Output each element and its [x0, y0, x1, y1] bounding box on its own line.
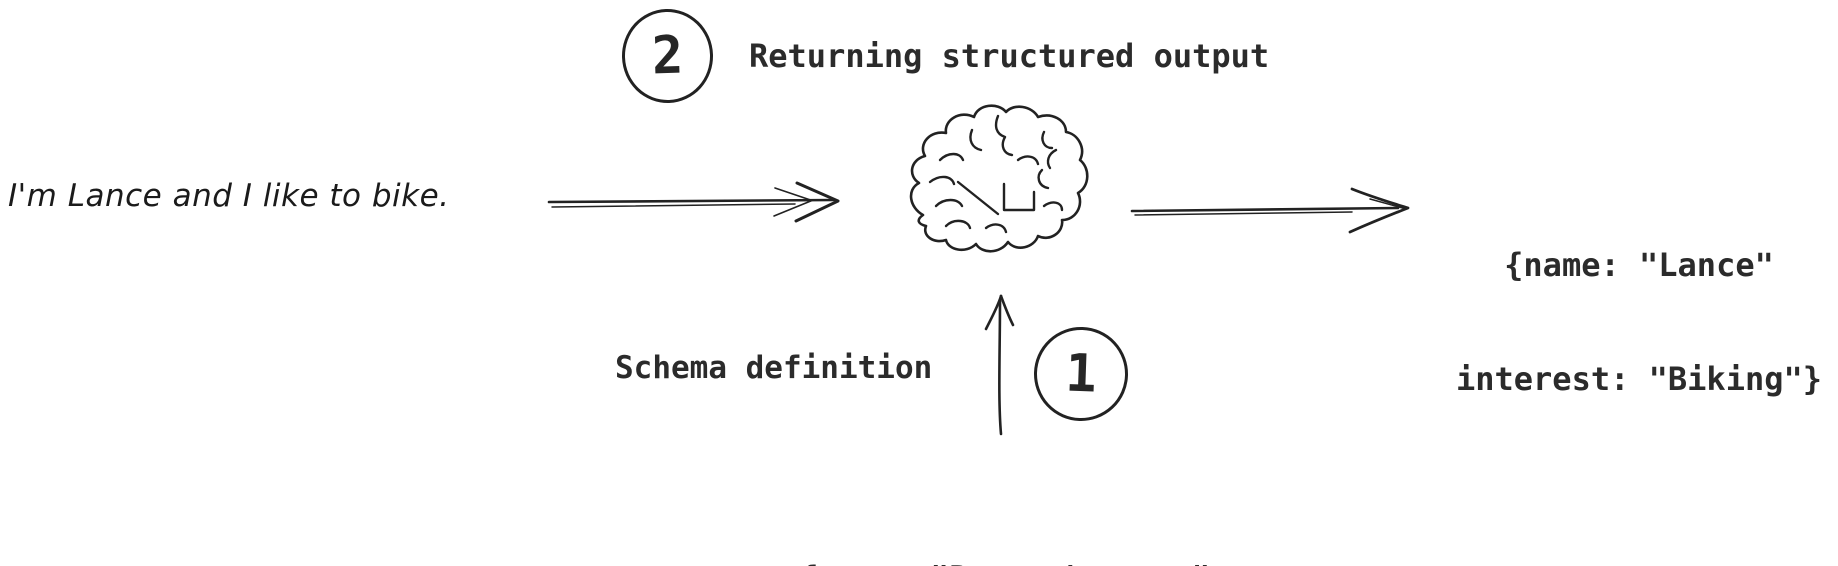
schema-arrow [984, 294, 1015, 436]
output-json-line1: {name: "Lance" [1504, 246, 1774, 284]
step-2-number: 2 [650, 25, 685, 87]
output-json: {name: "Lance" interest: "Biking"} [1439, 170, 1838, 474]
step-1-badge: 1 [1032, 325, 1130, 423]
step-2-badge: 2 [620, 7, 715, 105]
output-arrow [1130, 187, 1410, 234]
schema-json: {name: "Person's name" interest: "Person… [705, 476, 1305, 566]
brain-icon [909, 104, 1089, 253]
output-json-line2: interest: "Biking"} [1455, 360, 1823, 398]
step-2-label: Returning structured output [749, 37, 1270, 75]
input-arrow [547, 181, 840, 223]
step-1-label: Schema definition [615, 350, 933, 386]
schema-json-line1: {name: "Person's name" [705, 558, 1305, 566]
input-message: I'm Lance and I like to bike. [8, 178, 450, 214]
step-1-number: 1 [1064, 343, 1098, 405]
